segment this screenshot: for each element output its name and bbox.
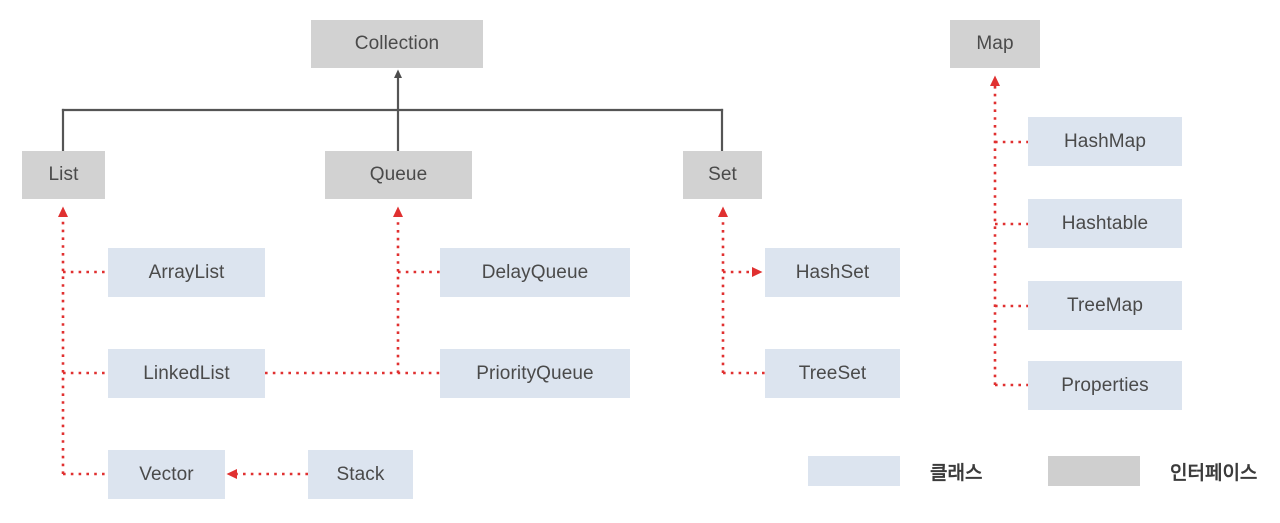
node-hashtable[interactable]: Hashtable <box>1028 199 1182 248</box>
node-priorityqueue[interactable]: PriorityQueue <box>440 349 630 398</box>
node-hashmap[interactable]: HashMap <box>1028 117 1182 166</box>
legend-interface-label: 인터페이스 <box>1170 462 1258 484</box>
legend-class: 클래스 <box>808 456 982 486</box>
node-queue[interactable]: Queue <box>325 151 472 199</box>
legend-class-swatch <box>808 456 900 486</box>
node-treemap[interactable]: TreeMap <box>1028 281 1182 330</box>
node-collection[interactable]: Collection <box>311 20 483 68</box>
node-properties[interactable]: Properties <box>1028 361 1182 410</box>
node-list[interactable]: List <box>22 151 105 199</box>
node-delayqueue[interactable]: DelayQueue <box>440 248 630 297</box>
node-hashset[interactable]: HashSet <box>765 248 900 297</box>
edge-group-inheritance <box>61 69 724 153</box>
node-treeset[interactable]: TreeSet <box>765 349 900 398</box>
edge-group-implements <box>58 75 1028 479</box>
node-set[interactable]: Set <box>683 151 762 199</box>
node-vector[interactable]: Vector <box>108 450 225 499</box>
legend-interface-swatch <box>1048 456 1140 486</box>
legend-class-label: 클래스 <box>930 462 983 484</box>
legend-interface: 인터페이스 <box>1048 456 1257 486</box>
node-map[interactable]: Map <box>950 20 1040 68</box>
node-stack[interactable]: Stack <box>308 450 413 499</box>
node-arraylist[interactable]: ArrayList <box>108 248 265 297</box>
node-linkedlist[interactable]: LinkedList <box>108 349 265 398</box>
